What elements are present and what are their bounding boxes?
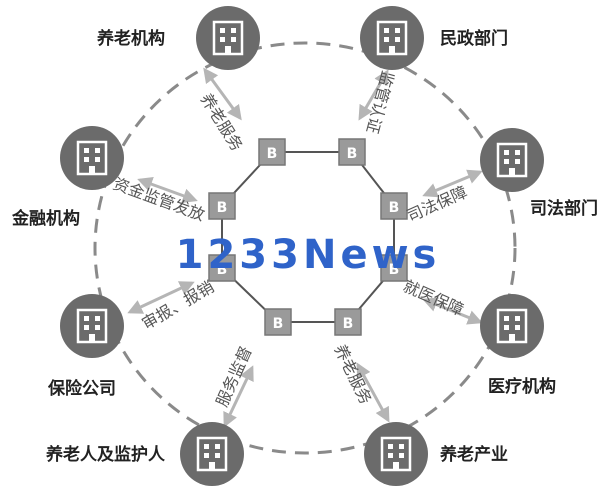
node-label: 医疗机构 — [488, 376, 556, 397]
block-4: B — [380, 254, 408, 282]
block-7: B — [208, 254, 236, 282]
node-medical: 医疗机构 — [480, 294, 556, 397]
block-label: B — [273, 316, 284, 332]
block-6: B — [264, 308, 292, 336]
building-icon — [76, 308, 108, 344]
edge-label-medical-guarantee: 就医保障 — [400, 276, 466, 319]
node-label: 保险公司 — [47, 378, 116, 399]
node-label: 养老人及监护人 — [45, 444, 166, 465]
node-elderly-guardian: 养老人及监护人 — [45, 422, 244, 486]
block-8: B — [208, 192, 236, 220]
watermark-text: 1233News — [176, 232, 441, 278]
node-label: 司法部门 — [530, 198, 598, 219]
node-insurance: 保险公司 — [47, 294, 124, 399]
arrow-medical — [422, 297, 483, 325]
building-icon — [376, 20, 408, 56]
node-label: 民政部门 — [440, 28, 508, 49]
block-1: B — [258, 138, 286, 166]
node-label: 养老机构 — [96, 28, 165, 49]
node-judicial: 司法部门 — [480, 128, 598, 219]
block-label: B — [267, 146, 278, 162]
node-label: 养老产业 — [439, 444, 508, 465]
node-elder-industry: 养老产业 — [364, 422, 508, 486]
building-icon — [76, 140, 108, 176]
arrow-judicial — [422, 169, 483, 198]
block-label: B — [347, 146, 358, 162]
building-icon — [496, 308, 528, 344]
edge-label-eldercare-service: 养老服务 — [197, 90, 247, 154]
arrow-insurance — [127, 281, 195, 314]
arrow-finance — [137, 177, 198, 203]
block-2: B — [338, 138, 366, 166]
arrow-eldercare-org — [203, 67, 242, 121]
arrow-elderly-guardian — [223, 365, 254, 428]
block-3: B — [380, 192, 408, 220]
arrow-elder-industry — [356, 362, 390, 423]
block-label: B — [343, 316, 354, 332]
node-eldercare-org: 养老机构 — [96, 6, 260, 70]
block-label: B — [217, 262, 228, 278]
block-label: B — [389, 262, 400, 278]
arrows — [127, 67, 483, 428]
dashed-ring — [93, 41, 517, 455]
block-5: B — [334, 308, 362, 336]
node-civil-affairs: 民政部门 — [360, 6, 508, 70]
edge-label-claim-reimburse: 审报、报销 — [139, 277, 218, 333]
arrow-civil-affairs — [358, 69, 389, 121]
building-icon — [496, 142, 528, 178]
block-label: B — [389, 200, 400, 216]
block-label: B — [217, 200, 228, 216]
node-label: 金融机构 — [11, 208, 80, 229]
building-icon — [380, 436, 412, 472]
building-icon — [212, 20, 244, 56]
node-finance: 金融机构 — [11, 126, 124, 229]
edge-label-eldercare-service-2: 养老服务 — [330, 341, 375, 407]
blockchain-network: B B B B B B B B — [208, 138, 408, 336]
building-icon — [196, 436, 228, 472]
